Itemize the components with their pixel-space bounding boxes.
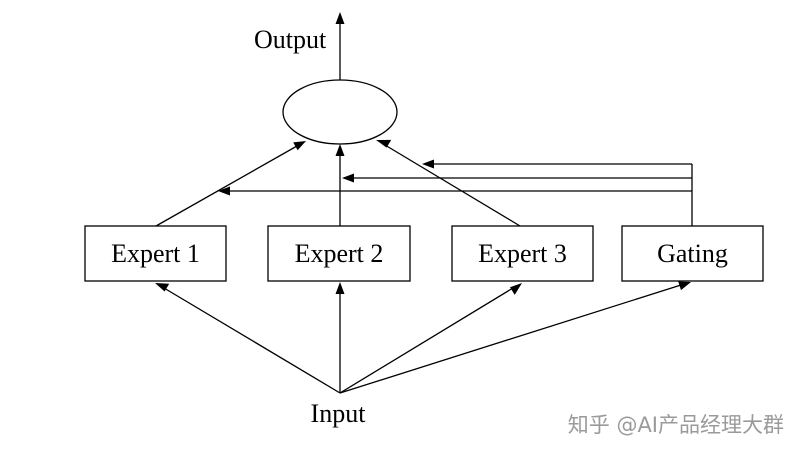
watermark-text: 知乎 @AI产品经理大群 <box>568 413 784 437</box>
expert3-label: Expert 3 <box>478 239 567 268</box>
input-label: Input <box>311 399 367 428</box>
output-label: Output <box>254 25 327 54</box>
input-to-gating-arrow <box>339 281 691 394</box>
expert1-to-combiner-arrow <box>155 141 306 227</box>
expert2-to-combiner-arrow <box>335 144 345 226</box>
expert1-box: Expert 1 <box>84 225 227 282</box>
expert3-to-combiner-arrow <box>376 139 521 227</box>
gating-label: Gating <box>657 239 728 268</box>
output-arrow <box>335 12 345 80</box>
expert2-box: Expert 2 <box>267 225 411 282</box>
input-to-expert1-arrow <box>155 283 341 394</box>
input-to-expert3-arrow <box>339 283 522 394</box>
expert3-box: Expert 3 <box>451 225 594 282</box>
combiner-ellipse <box>282 79 398 145</box>
gating-box: Gating <box>621 225 764 282</box>
expert1-label: Expert 1 <box>111 239 200 268</box>
gating-weight-lines <box>218 159 693 226</box>
expert2-label: Expert 2 <box>295 239 384 268</box>
input-to-expert2-arrow <box>335 282 345 393</box>
